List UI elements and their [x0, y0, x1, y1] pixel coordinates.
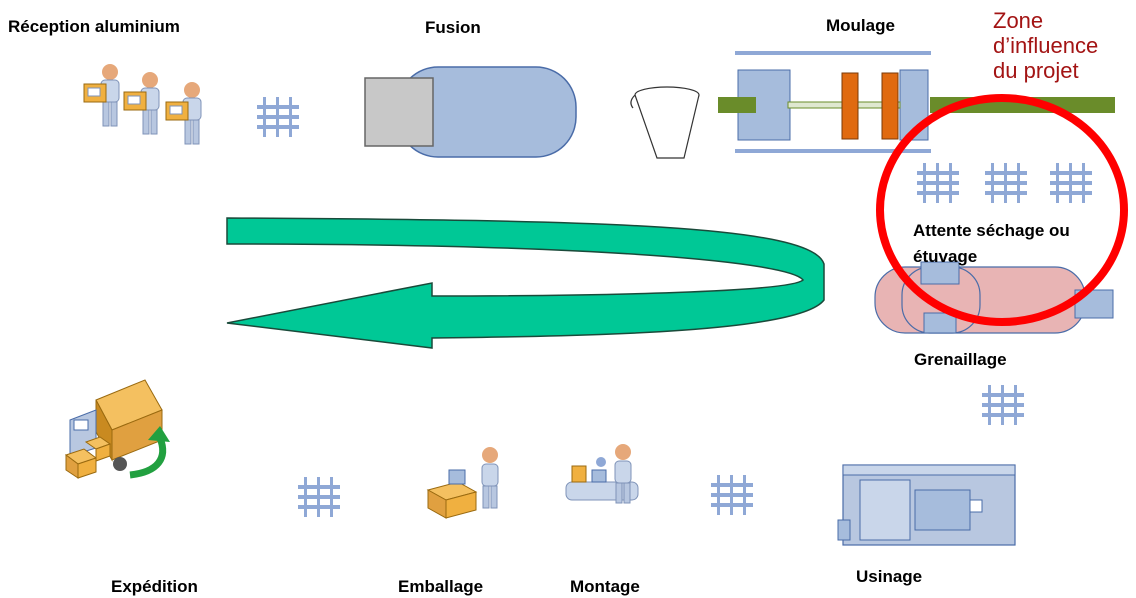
label-usinage: Usinage: [856, 567, 923, 586]
oven-icon: [874, 261, 1114, 334]
zone-label: Zone d’influence du projet: [993, 8, 1098, 83]
influence-zone-ring: [876, 94, 1128, 326]
delivery-truck-icon: [64, 379, 170, 479]
label-attente-line1: Attente séchage ou: [913, 221, 1070, 240]
label-emballage: Emballage: [398, 577, 484, 596]
stock-icon: [298, 477, 340, 517]
zone-label-line2: d’influence: [993, 33, 1099, 58]
label-moulage: Moulage: [826, 16, 895, 35]
label-expedition: Expédition: [111, 577, 198, 596]
label-attente-line2: étuvage: [913, 247, 978, 266]
label-grenaillage: Grenaillage: [914, 350, 1007, 369]
machining-center-icon: [837, 464, 1016, 546]
stock-icon: [711, 475, 753, 515]
stock-icon: [257, 97, 299, 137]
furnace-icon: [364, 66, 577, 158]
stock-icon: [985, 163, 1027, 203]
workers-icon: [83, 63, 202, 145]
ladle-icon: [630, 86, 700, 159]
stock-icon: [917, 163, 959, 203]
zone-label-line1: Zone: [993, 8, 1044, 33]
stock-icon: [982, 385, 1024, 425]
label-montage: Montage: [570, 577, 640, 596]
stock-icon: [1050, 163, 1092, 203]
flow-arrow: [226, 217, 825, 349]
label-reception: Réception aluminium: [8, 17, 180, 36]
zone-label-line3: du projet: [993, 58, 1079, 83]
assembly-worker-icon: [565, 444, 639, 504]
label-fusion: Fusion: [425, 18, 481, 37]
packing-worker-icon: [426, 447, 499, 519]
